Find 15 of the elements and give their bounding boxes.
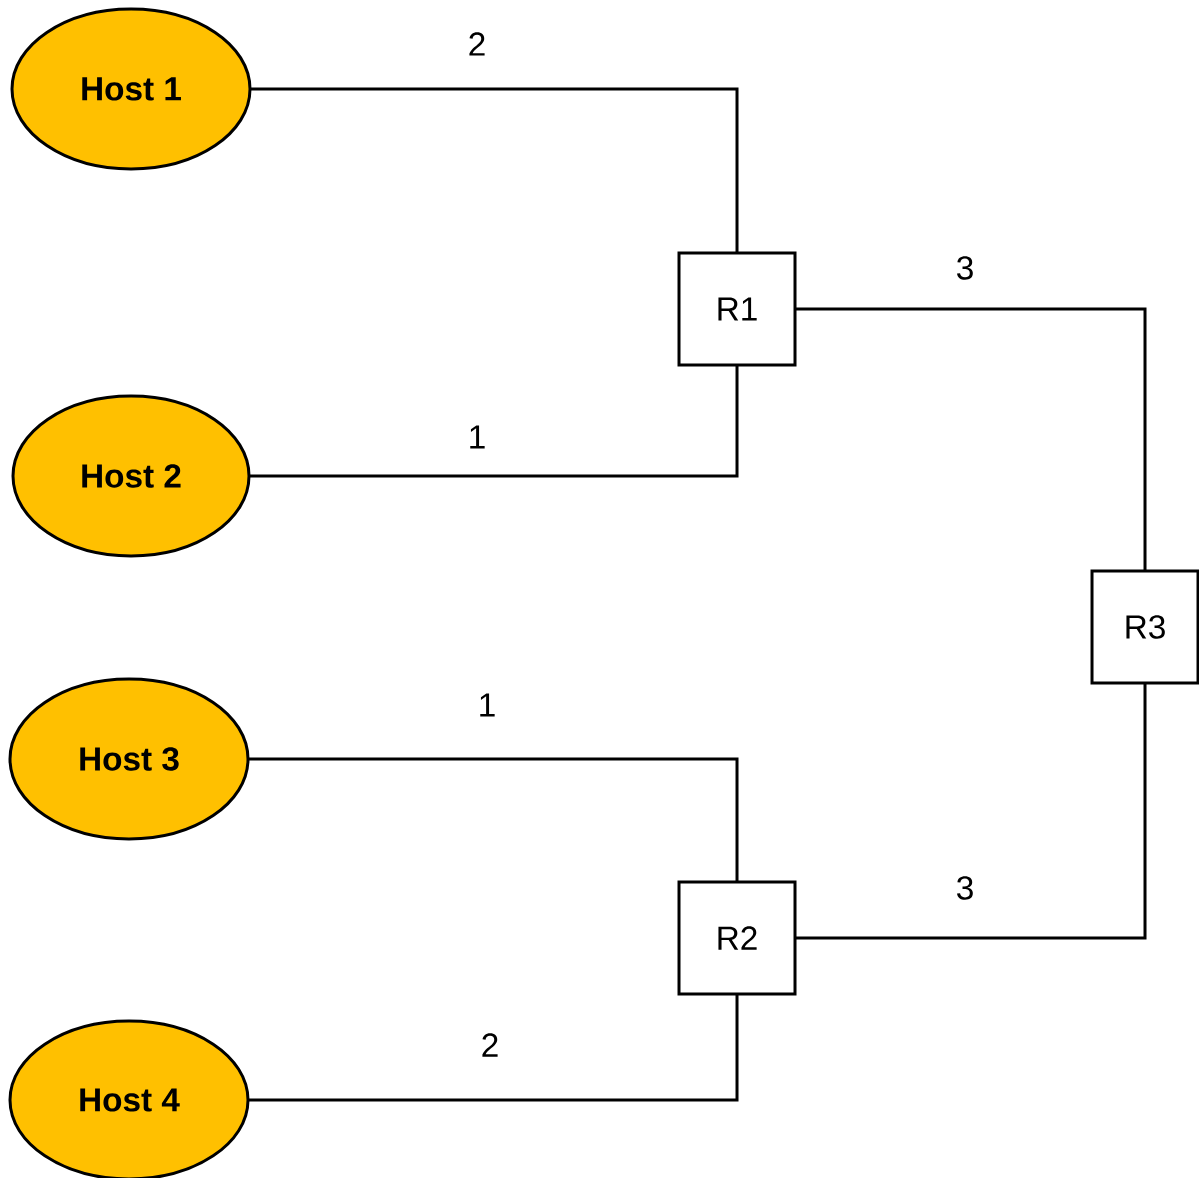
router-box: R2 [677,880,797,996]
link-line [795,683,1147,940]
edge-label: 2 [482,1033,498,1057]
link-line [250,87,739,253]
edge-label: 1 [470,425,485,449]
edge-label: 3 [957,256,973,280]
router-box: R1 [677,251,797,367]
link-line [248,757,739,882]
edge-label: 1 [480,693,495,717]
link-line [795,307,1147,571]
edge-label: 2 [469,32,485,56]
router-box: R3 [1090,569,1199,685]
link-line [249,365,739,478]
link-line [248,994,739,1102]
edge-label: 3 [957,876,973,900]
